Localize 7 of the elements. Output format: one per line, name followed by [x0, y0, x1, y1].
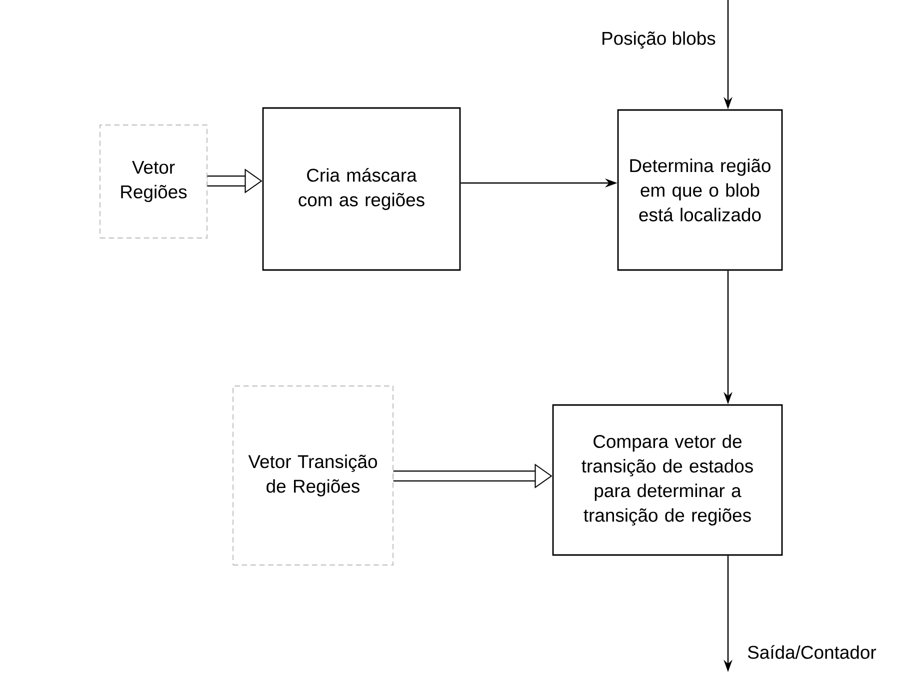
- edge-label: Posição blobs: [599, 30, 718, 50]
- process-box: Cria máscara com as regiões: [262, 107, 461, 271]
- input-box: Vetor Transição de Regiões: [232, 386, 394, 566]
- process-box: Compara vetor de transição de estados para determinar a transição de regiões: [552, 404, 783, 556]
- edge-label: Saída/Contador: [745, 643, 878, 661]
- input-box: Vetor Regiões: [100, 124, 208, 238]
- process-box: Determina região em que o blob está localizado: [617, 109, 783, 271]
